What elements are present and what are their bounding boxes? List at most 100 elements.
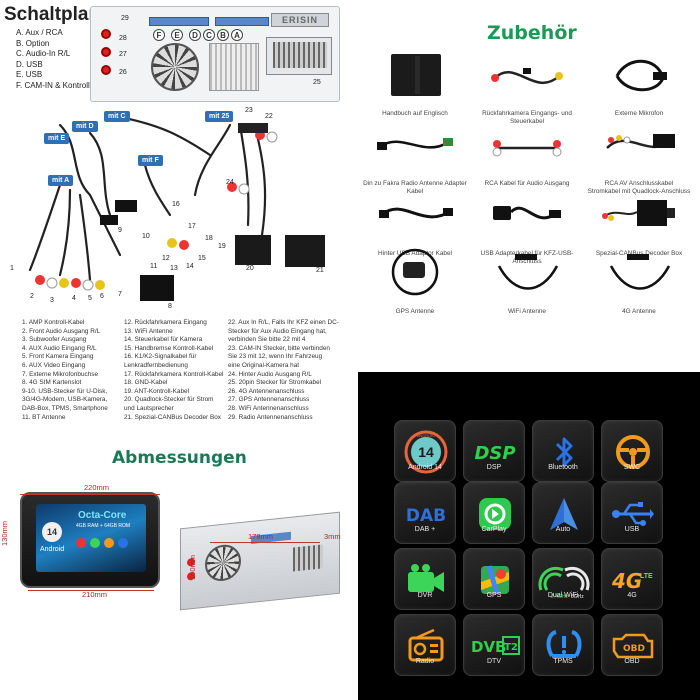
wire-number: 8 <box>168 303 172 310</box>
mit-c-badge: mit C <box>104 111 130 122</box>
accessory-usb-cable: USB Adapterkabel für KFZ-USB-Anschluss <box>471 188 583 268</box>
wire-number: 23 <box>245 107 253 114</box>
connector-letter: A <box>231 29 243 41</box>
cable-legend-item: 18. GND-Kabel <box>124 379 168 387</box>
dimension-line <box>20 494 160 495</box>
wire-number: 4 <box>72 295 76 302</box>
feature-label: Auto <box>555 526 571 533</box>
bluetooth-icon <box>533 421 595 483</box>
accessory-quadlock: RCA AV Anschlusskabel Stromkabel mit Qua… <box>583 118 695 198</box>
accessory-label: Externe Mikrofon <box>614 110 664 117</box>
cable-legend-item: 25. 20pin Stecker für Stromkabel <box>228 379 322 387</box>
cooling-fan-icon <box>151 43 199 91</box>
feature-label: Dual WiFi <box>547 592 579 599</box>
cable-legend-item: 20. Quadlock-Stecker für Strom <box>124 396 214 404</box>
connector-socket <box>266 37 332 75</box>
cable-legend-item: 6. AUX Video Eingang <box>22 361 86 369</box>
cable-legend-item: 9-10. USB-Stecker für U-Disk, <box>22 387 108 395</box>
wire-number: 18 <box>205 235 213 242</box>
antenna-socket-icon <box>101 47 111 57</box>
antenna-socket-icon <box>101 29 111 39</box>
cable-legend-item: Stecker für Aux Audio Eingang hat, <box>228 327 327 335</box>
accessory-gps-antenna: GPS Antenne <box>359 246 471 326</box>
dimension-line <box>28 590 154 591</box>
wire-number: 6 <box>100 293 104 300</box>
wire-number: 17 <box>188 223 196 230</box>
cable-legend-item: 22. Aux In R/L, Falls Ihr KFZ einen DC- <box>228 319 339 326</box>
connector-letter: C <box>203 29 215 41</box>
gps-antenna-icon <box>373 246 457 304</box>
socket-number: 25 <box>313 79 321 86</box>
feature-label: DTV <box>487 658 501 665</box>
wire-number: 21 <box>316 267 324 274</box>
wire-number: 24 <box>226 179 234 186</box>
abmessungen-section: Abmessungen Octa-Core 4GB RAM + 64GB ROM… <box>0 430 355 700</box>
wire-number: 10 <box>142 233 150 240</box>
wire-number: 11 <box>150 263 158 270</box>
cable-legend-item: 7. Externe Mikrofonbuchse <box>22 370 99 378</box>
zubehoer-title: Zubehör <box>487 22 577 44</box>
wire-number: 20 <box>246 265 254 272</box>
schaltplan-section: Schaltplan A. Aux / RCA B. Option C. Aud… <box>0 0 355 430</box>
dimension-line <box>210 542 320 543</box>
connector-letter: F <box>153 29 165 41</box>
cable-legend-item: 3. Subwoofer Ausgang <box>22 336 87 344</box>
android-word-text: ANDROID <box>417 433 436 438</box>
legend-item: A. Aux / RCA <box>16 28 63 37</box>
steering-wheel-icon <box>602 421 664 483</box>
feature-tile <box>601 420 663 482</box>
radio-icon <box>395 615 457 677</box>
dsp-icon: DSP <box>464 421 526 483</box>
legend-item: C. Audio-In R/L <box>16 49 71 58</box>
cable-legend-item: 19. ANT-Kontroll-Kabel <box>124 387 190 395</box>
cable-legend-col-3: 22. Aux In R/L, Falls Ihr KFZ einen DC- … <box>228 319 354 422</box>
cable-legend-item: Sie 23 mit 12, wenn Ihr Fahrzeug <box>228 353 323 361</box>
app-icon <box>118 538 128 548</box>
feature-tile: 14 ANDROID <box>394 420 456 482</box>
cable-legend-item: 16. K1/K2-Signalkabel für <box>124 353 197 361</box>
wire-number: 2 <box>30 293 34 300</box>
accessory-label: Hinter USB Adaptor Kabel <box>378 250 452 257</box>
mit-a-badge: mit A <box>48 175 74 186</box>
accessory-microphone: Externe Mikrofon <box>583 48 695 128</box>
wifi-antenna-icon <box>485 246 569 304</box>
accessory-rear-usb: Hinter USB Adaptor Kabel <box>359 188 471 268</box>
feature-label: GPS <box>486 592 502 599</box>
accessory-label: Din zu Fakra Radio Antenne Adapter Kabel <box>363 180 467 195</box>
feature-label: OBD <box>624 658 640 665</box>
cable-legend-item: 17. Rückfahrkamera Kontroll-Kabel <box>124 370 224 378</box>
cable-legend-item: 12. Rückfahrkamera Eingang <box>124 319 207 326</box>
accessory-label: Rückfahrkamera Eingangs- und Steuerkabel <box>482 110 572 125</box>
head-unit-side <box>180 511 340 611</box>
gps-map-icon <box>464 549 526 611</box>
cable-legend-col-1: 1. AMP Kontroll-Kabel 2. Front Audio Aus… <box>22 319 122 422</box>
cable-legend-item: 4. AUX Audio Eingang R/L <box>22 344 97 352</box>
android-version-text: 14 <box>418 444 434 460</box>
feature-label: 4G <box>627 592 637 599</box>
cable-legend-item: 28. WiFi Antennenanschluss <box>228 404 309 412</box>
legend-item: E. USB <box>16 70 43 79</box>
screen: Octa-Core 4GB RAM + 64GB ROM 14 Android <box>36 504 146 572</box>
wire-number: 9 <box>118 227 122 234</box>
accessory-label: WiFi Antenne <box>507 308 546 315</box>
abmessungen-title: Abmessungen <box>112 448 247 468</box>
feature-label: DVR <box>417 592 433 599</box>
screen-subtitle: 4GB RAM + 64GB ROM <box>76 523 131 529</box>
legend-item: B. Option <box>16 38 50 48</box>
feature-label: CarPlay <box>481 526 507 533</box>
feature-label: Android 14 <box>408 464 442 471</box>
accessory-wifi-antenna: WiFi Antenne <box>471 246 583 326</box>
socket-number: 28 <box>119 35 127 42</box>
usb-adapter-icon <box>373 188 457 246</box>
feature-tile <box>394 548 456 610</box>
dab-text: DAB <box>406 506 446 526</box>
wire-number: 12 <box>162 255 170 262</box>
accessory-fakra-adapter: Din zu Fakra Radio Antenne Adapter Kabel <box>359 118 471 198</box>
cable-legend-item: eine Original-Kamera hat <box>228 361 300 369</box>
usb-cable-icon <box>485 188 569 246</box>
feature-label: Bluetooth <box>548 464 578 471</box>
wifi-band-text: 5GHz <box>571 594 584 600</box>
dvr-camera-icon <box>395 549 457 611</box>
connector-socket <box>293 544 323 572</box>
